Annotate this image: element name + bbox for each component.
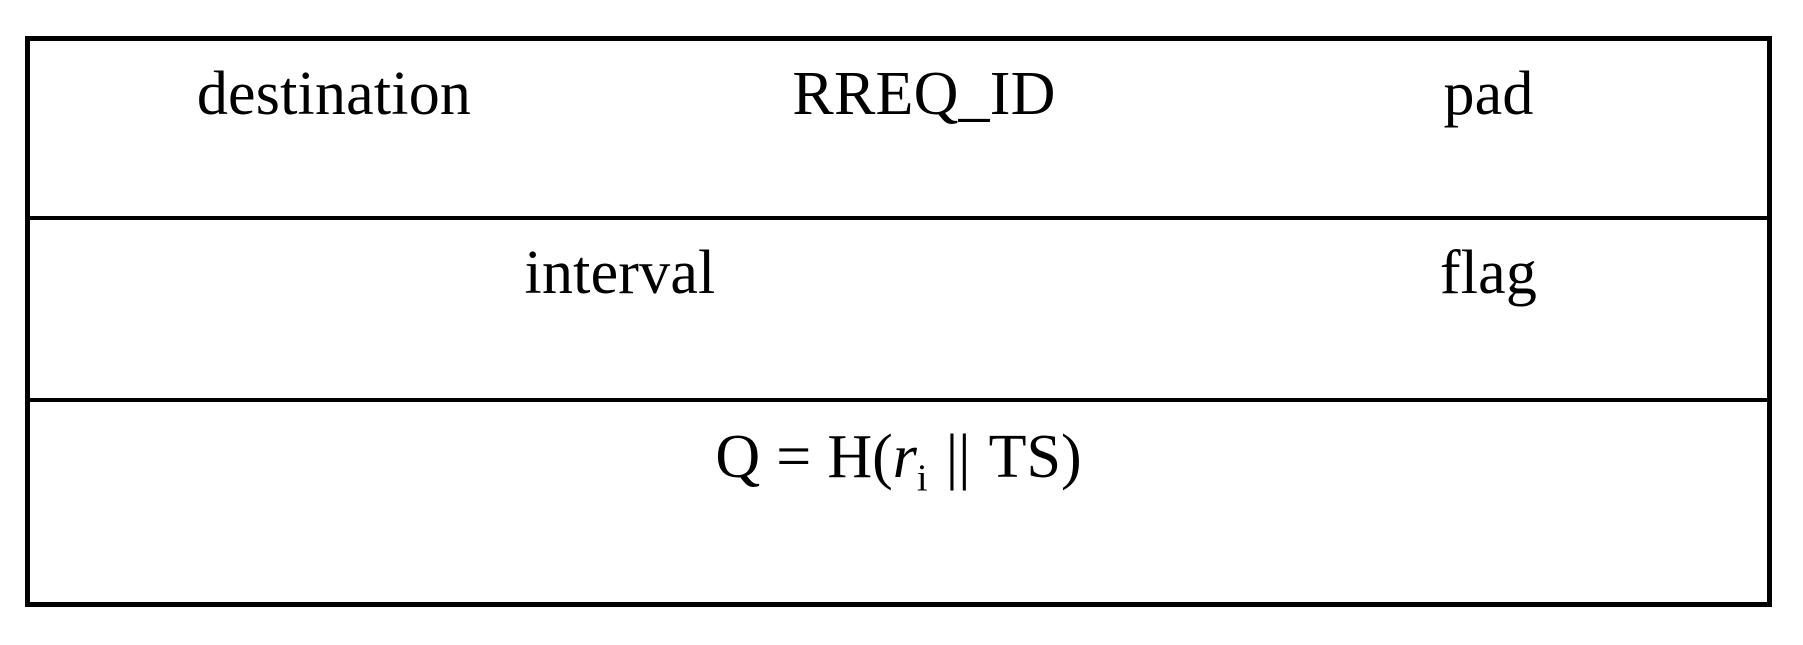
formula-equals: = <box>776 423 812 492</box>
formula-close-paren: ) <box>1060 423 1082 492</box>
cell-flag: flag <box>1210 218 1767 403</box>
table-row: Q=H(ri ||TS) <box>30 400 1767 602</box>
packet-format-table: destination RREQ_ID pad interval flag <box>30 41 1767 602</box>
cell-rreq-id: RREQ_ID <box>638 41 1210 221</box>
table-row: interval flag <box>30 218 1767 403</box>
formula-lhs: Q <box>715 423 761 492</box>
cell-pad: pad <box>1210 41 1767 221</box>
cell-interval: interval <box>30 218 1210 403</box>
field-label-destination: destination <box>196 60 472 128</box>
formula-function: H( <box>827 423 893 492</box>
formula-subscript: i <box>916 457 928 500</box>
cell-hash-formula: Q=H(ri ||TS) <box>30 400 1767 602</box>
field-label-interval: interval <box>524 239 716 308</box>
field-label-rreq-id: RREQ_ID <box>792 60 1056 128</box>
hash-formula: Q=H(ri ||TS) <box>30 402 1767 498</box>
formula-argument: TS <box>988 423 1061 492</box>
field-label-pad: pad <box>1443 60 1534 128</box>
table-row: destination RREQ_ID pad <box>30 41 1767 221</box>
cell-destination: destination <box>30 41 638 221</box>
formula-variable: r <box>892 423 917 492</box>
field-label-flag: flag <box>1439 239 1538 308</box>
formula-concat-operator: || <box>945 423 971 492</box>
packet-format-figure: destination RREQ_ID pad interval flag <box>25 36 1772 607</box>
